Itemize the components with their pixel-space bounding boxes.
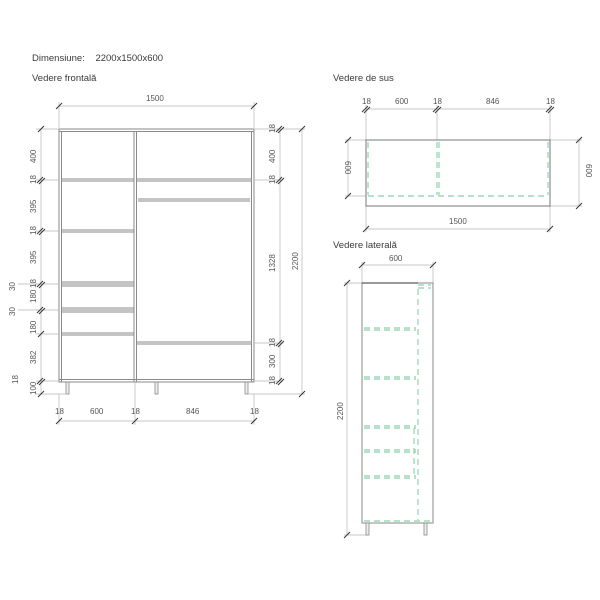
svg-text:18: 18 [268, 124, 277, 133]
svg-text:180: 180 [29, 320, 38, 334]
svg-text:395: 395 [29, 250, 38, 264]
front-bottom-dimension-labels: 18 600 18 846 18 [55, 407, 259, 416]
svg-text:395: 395 [29, 199, 38, 213]
svg-text:18: 18 [268, 338, 277, 347]
svg-text:18: 18 [55, 407, 64, 416]
svg-text:18: 18 [29, 279, 38, 288]
svg-text:600: 600 [90, 407, 104, 416]
svg-text:300: 300 [268, 354, 277, 368]
svg-text:18: 18 [362, 97, 371, 106]
front-bottom-dimension-chain [58, 382, 255, 425]
svg-text:2200: 2200 [336, 402, 345, 420]
top-view: 18 600 18 846 18 1500 600 600 [343, 97, 593, 233]
side-view-hidden-lines [364, 284, 431, 522]
svg-text:18: 18 [546, 97, 555, 106]
front-view-title: Vedere frontală [32, 73, 97, 84]
svg-text:30: 30 [8, 282, 17, 291]
top-view-title: Vedere de sus [333, 73, 394, 84]
svg-text:846: 846 [486, 97, 500, 106]
side-view-dimension-lines [344, 262, 434, 536]
svg-text:100: 100 [29, 381, 38, 395]
side-view-feet [365, 522, 428, 536]
front-left-dimension-labels: 400 18 395 18 395 18 180 180 382 18 100 … [8, 149, 38, 395]
svg-text:18: 18 [11, 375, 20, 384]
svg-text:18: 18 [268, 376, 277, 385]
svg-text:18: 18 [131, 407, 140, 416]
top-view-outline [365, 139, 551, 207]
side-view-outline [361, 282, 434, 524]
svg-text:18: 18 [433, 97, 442, 106]
front-view: 1500 [8, 94, 306, 425]
top-view-dimension-lines [345, 105, 582, 232]
top-view-hidden-lines [367, 142, 549, 197]
side-view: 600 2200 [336, 254, 437, 539]
svg-text:846: 846 [186, 407, 200, 416]
svg-text:18: 18 [250, 407, 259, 416]
svg-text:382: 382 [29, 350, 38, 364]
svg-text:400: 400 [268, 149, 277, 163]
svg-text:400: 400 [29, 149, 38, 163]
svg-text:2200: 2200 [291, 252, 300, 270]
svg-text:18: 18 [29, 175, 38, 184]
side-view-dimension-labels: 600 2200 [336, 254, 403, 420]
svg-text:18: 18 [268, 175, 277, 184]
svg-text:600: 600 [389, 254, 403, 263]
dimensions-label: Dimensiune: [32, 53, 85, 64]
svg-text:18: 18 [29, 226, 38, 235]
front-width-dimension [58, 102, 255, 128]
top-view-dimension-labels: 18 600 18 846 18 1500 600 600 [343, 97, 593, 226]
svg-text:600: 600 [343, 161, 352, 175]
front-left-dimension-chain [18, 128, 66, 395]
front-width-value: 1500 [146, 94, 164, 103]
front-right-dimension-labels: 18 400 18 1328 18 300 18 2200 [268, 124, 300, 385]
side-view-title: Vedere laterală [333, 240, 397, 251]
svg-text:30: 30 [8, 307, 17, 316]
dimensions-value: 2200x1500x600 [95, 53, 164, 64]
svg-text:1500: 1500 [449, 217, 467, 226]
svg-text:180: 180 [29, 289, 38, 303]
svg-text:600: 600 [395, 97, 409, 106]
cabinet-feet [65, 381, 249, 395]
front-right-dimension-chain [248, 128, 305, 395]
dimensions-caption: Dimensiune: 2200x1500x600 [32, 53, 163, 64]
svg-text:1328: 1328 [268, 254, 277, 272]
svg-text:600: 600 [584, 164, 593, 178]
